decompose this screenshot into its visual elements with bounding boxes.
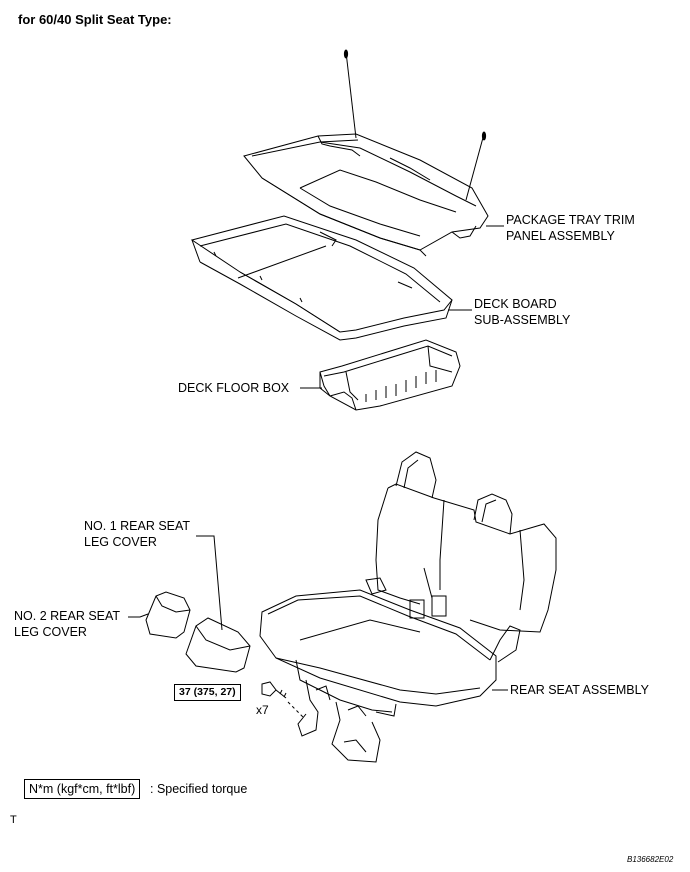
deck-floor-box-drawing	[319, 339, 461, 411]
leg-cover-2-label-line2: LEG COVER	[14, 625, 87, 639]
deck-board-label-line1: DECK BOARD	[474, 297, 557, 311]
deck-floor-box-label: DECK FLOOR BOX	[178, 381, 290, 395]
deck-board-drawing	[190, 215, 453, 341]
leg-cover-2-label: NO. 2 REAR SEAT LEG COVER	[14, 608, 120, 640]
rear-seat-label: REAR SEAT ASSEMBLY	[510, 683, 649, 697]
package-tray-label-line2: PANEL ASSEMBLY	[506, 229, 615, 243]
package-tray-drawing	[243, 49, 489, 257]
leg-cover-1-drawing	[185, 617, 251, 673]
leg-cover-2-label-line1: NO. 2 REAR SEAT	[14, 609, 121, 623]
rear-seat-drawing	[259, 451, 557, 763]
deck-board-label: DECK BOARD SUB-ASSEMBLY	[474, 296, 570, 328]
bolt-count: x7	[256, 703, 269, 717]
leg-cover-1-label-line2: LEG COVER	[84, 535, 157, 549]
legend-unit-box: N*m (kgf*cm, ft*lbf)	[24, 779, 141, 799]
leg-cover-2-drawing	[145, 591, 191, 639]
leg-cover-1-label-line1: NO. 1 REAR SEAT	[84, 519, 191, 533]
package-tray-label-line1: PACKAGE TRAY TRIM	[506, 213, 635, 227]
torque-spec-box: 37 (375, 27)	[174, 684, 241, 701]
leader-lines	[128, 225, 508, 691]
leg-cover-1-label: NO. 1 REAR SEAT LEG COVER	[84, 518, 190, 550]
page-title: for 60/40 Split Seat Type:	[18, 12, 172, 27]
deck-board-label-line2: SUB-ASSEMBLY	[474, 313, 571, 327]
figure-code: B136682E02	[627, 855, 674, 864]
footer-mark: T	[10, 814, 17, 826]
legend-description: : Specified torque	[150, 782, 248, 796]
package-tray-label: PACKAGE TRAY TRIM PANEL ASSEMBLY	[506, 212, 635, 244]
bolt-drawing	[261, 681, 305, 719]
